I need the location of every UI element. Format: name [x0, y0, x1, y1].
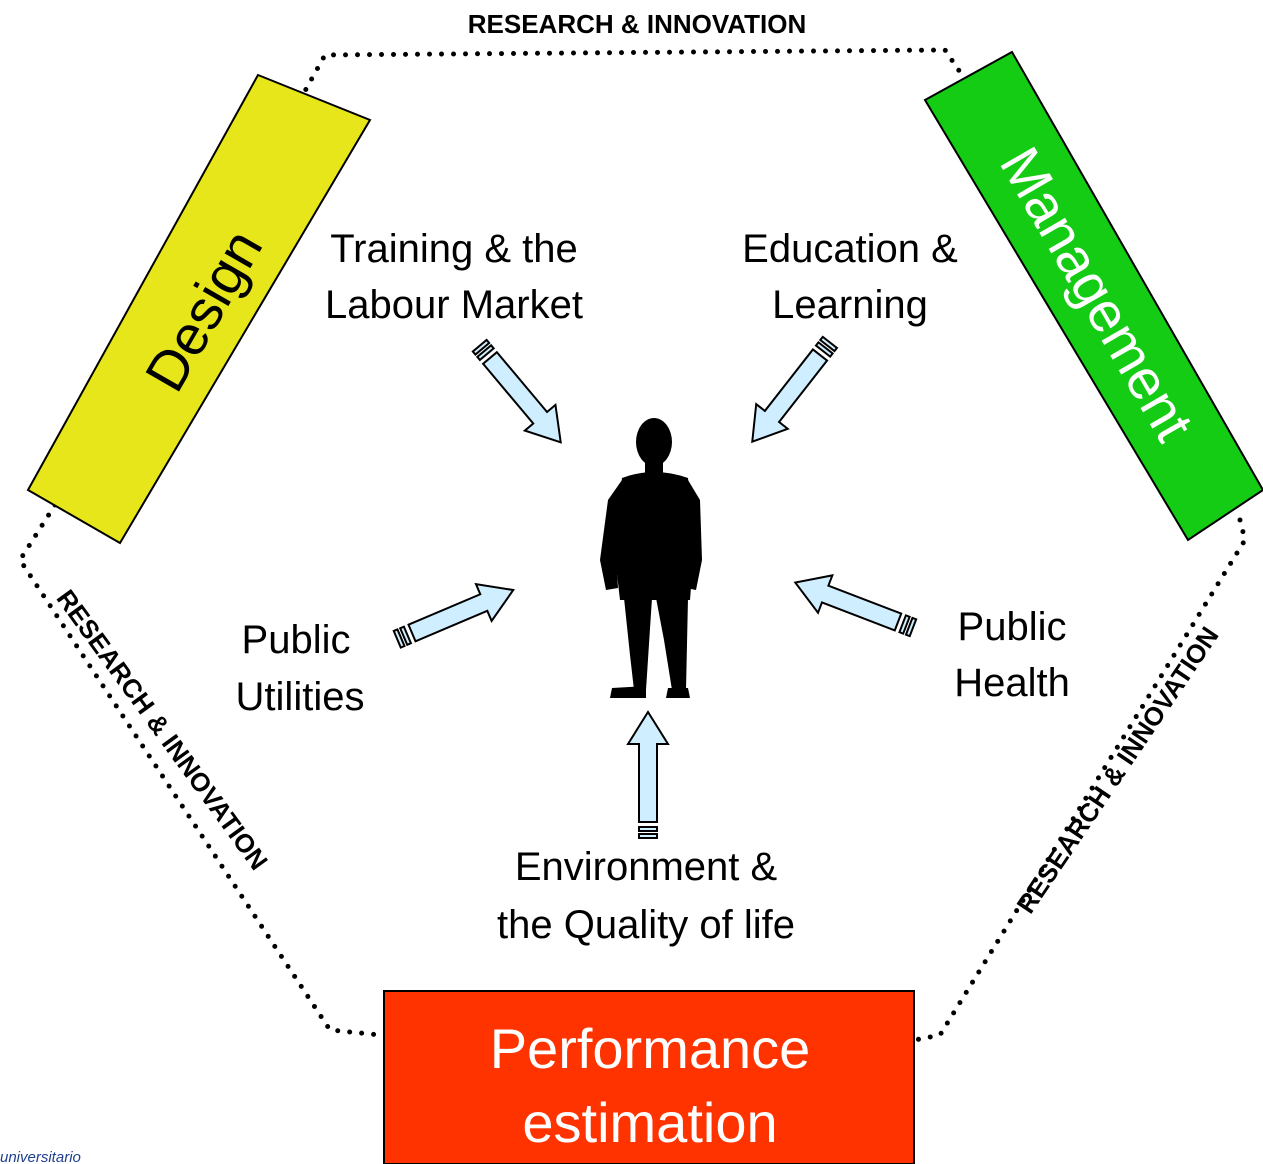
arrow-training [463, 331, 578, 457]
arrow-environment [627, 711, 669, 839]
dotted-edge-left [17, 502, 383, 1038]
environment-label-line2: the Quality of life [497, 903, 795, 947]
education-label-line1: Education & [742, 227, 958, 271]
training-label-line1: Training & the [330, 227, 578, 271]
research-label-left: RESEARCH & INNOVATION [51, 584, 274, 875]
environment-label-line1: Environment & [515, 845, 778, 889]
public-health-label-line1: Public [958, 605, 1067, 649]
research-label-top: RESEARCH & INNOVATION [468, 9, 807, 39]
management-box: Management [923, 50, 1263, 542]
design-box-shape [26, 73, 372, 545]
dotted-hexagon-outline [17, 47, 1248, 1043]
training-label-line2: Labour Market [325, 283, 583, 327]
performance-box: Performance estimation [383, 990, 915, 1164]
performance-label-line2: estimation [522, 1091, 777, 1154]
education-label-line2: Learning [772, 283, 928, 327]
design-box: Design [26, 73, 372, 545]
management-box-shape [923, 50, 1263, 542]
management-label: Management [988, 136, 1206, 451]
footer-text: universitario [0, 1149, 81, 1164]
arrow-public-health [787, 562, 922, 648]
dotted-edge-right [912, 517, 1248, 1043]
arrow-public-utilities [388, 570, 523, 659]
public-utilities-label-line2: Utilities [236, 675, 365, 719]
public-health-label-line2: Health [954, 661, 1070, 705]
performance-box-shape [383, 990, 915, 1164]
public-utilities-label-line1: Public [242, 618, 351, 662]
performance-label-line1: Performance [490, 1017, 811, 1080]
person-silhouette-icon [600, 418, 702, 698]
arrow-education [735, 329, 847, 455]
dotted-edge-top [297, 47, 965, 103]
